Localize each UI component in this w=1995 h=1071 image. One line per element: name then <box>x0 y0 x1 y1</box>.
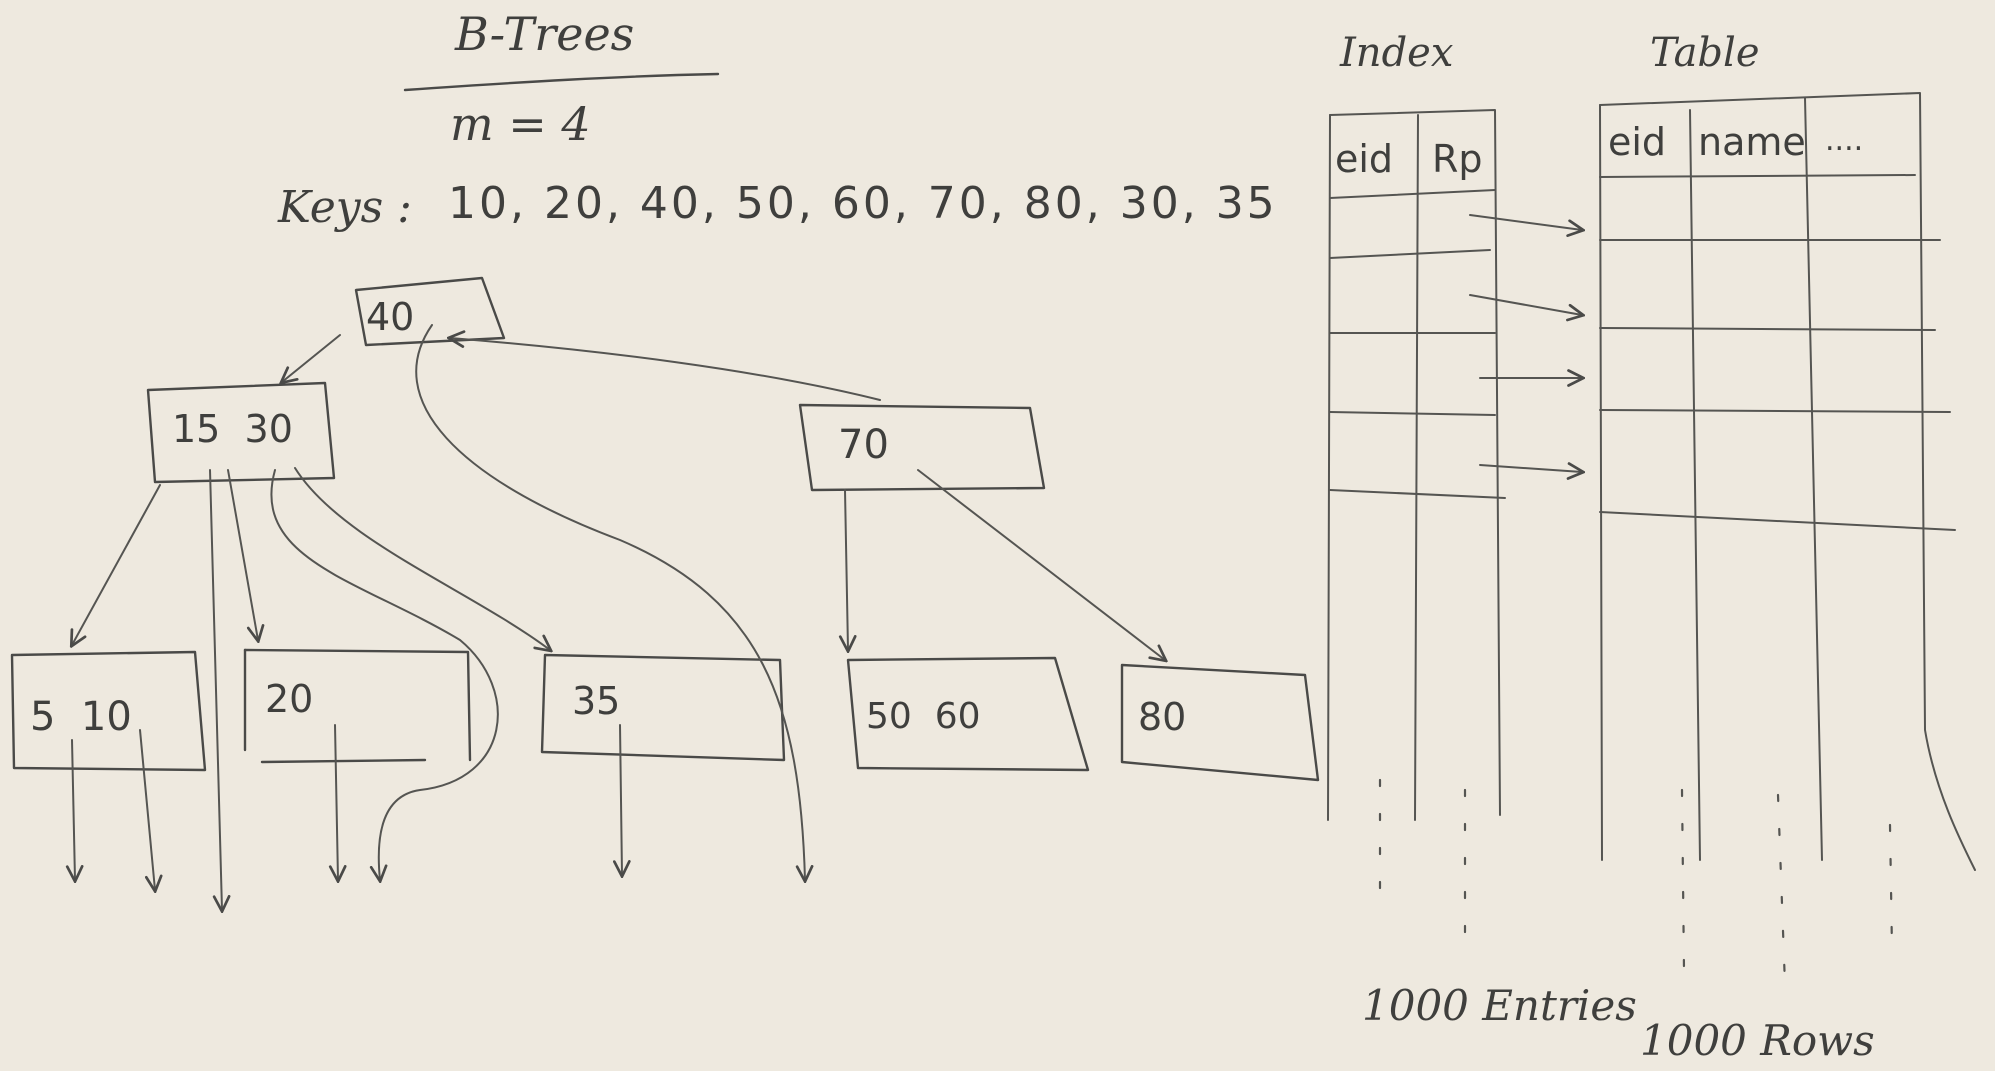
index-col-rp: Rp <box>1432 137 1483 181</box>
internal-node-left-keys: 15 30 <box>172 407 293 451</box>
table-col-name: name <box>1698 120 1806 164</box>
row-pointer-arrows <box>1469 214 1582 472</box>
internal-node-right: 70 <box>798 403 1046 492</box>
index-table: Index eid Rp 1000 Entries <box>1327 30 1637 1030</box>
root-key: 40 <box>366 295 414 339</box>
data-table: Table eid name .... 1000 Rows <box>1599 30 1976 1065</box>
order-label: m = 4 <box>450 97 591 151</box>
table-title: Table <box>1650 30 1760 76</box>
index-col-eid: eid <box>1335 137 1393 181</box>
root-node: 40 <box>354 276 506 347</box>
leaf-node-2: 20 <box>243 648 472 764</box>
leaf-node-4-keys: 50 60 <box>866 696 981 737</box>
title-underline <box>403 72 720 92</box>
table-col-eid: eid <box>1608 120 1666 164</box>
table-col-more: .... <box>1825 123 1863 158</box>
internal-node-right-key: 70 <box>838 422 889 468</box>
leaf-node-2-key: 20 <box>265 677 313 721</box>
leaf-node-5-key: 80 <box>1138 695 1186 739</box>
tree-edges <box>72 324 1165 910</box>
leaf-node-5: 80 <box>1120 663 1320 782</box>
index-title: Index <box>1339 30 1453 76</box>
leaf-node-3: 35 <box>540 653 786 762</box>
index-footer: 1000 Entries <box>1362 981 1637 1030</box>
keys-list: 10, 20, 40, 50, 60, 70, 80, 30, 35 <box>448 178 1278 229</box>
leaf-node-1-keys: 5 10 <box>30 694 132 740</box>
table-footer: 1000 Rows <box>1640 1016 1875 1065</box>
keys-label: Keys : <box>277 182 412 233</box>
leaf-node-4: 50 60 <box>846 656 1090 772</box>
internal-node-left: 15 30 <box>146 381 336 484</box>
diagram-title: B-Trees <box>454 7 634 61</box>
leaf-node-3-key: 35 <box>572 679 620 723</box>
leaf-node-1: 5 10 <box>10 650 207 772</box>
